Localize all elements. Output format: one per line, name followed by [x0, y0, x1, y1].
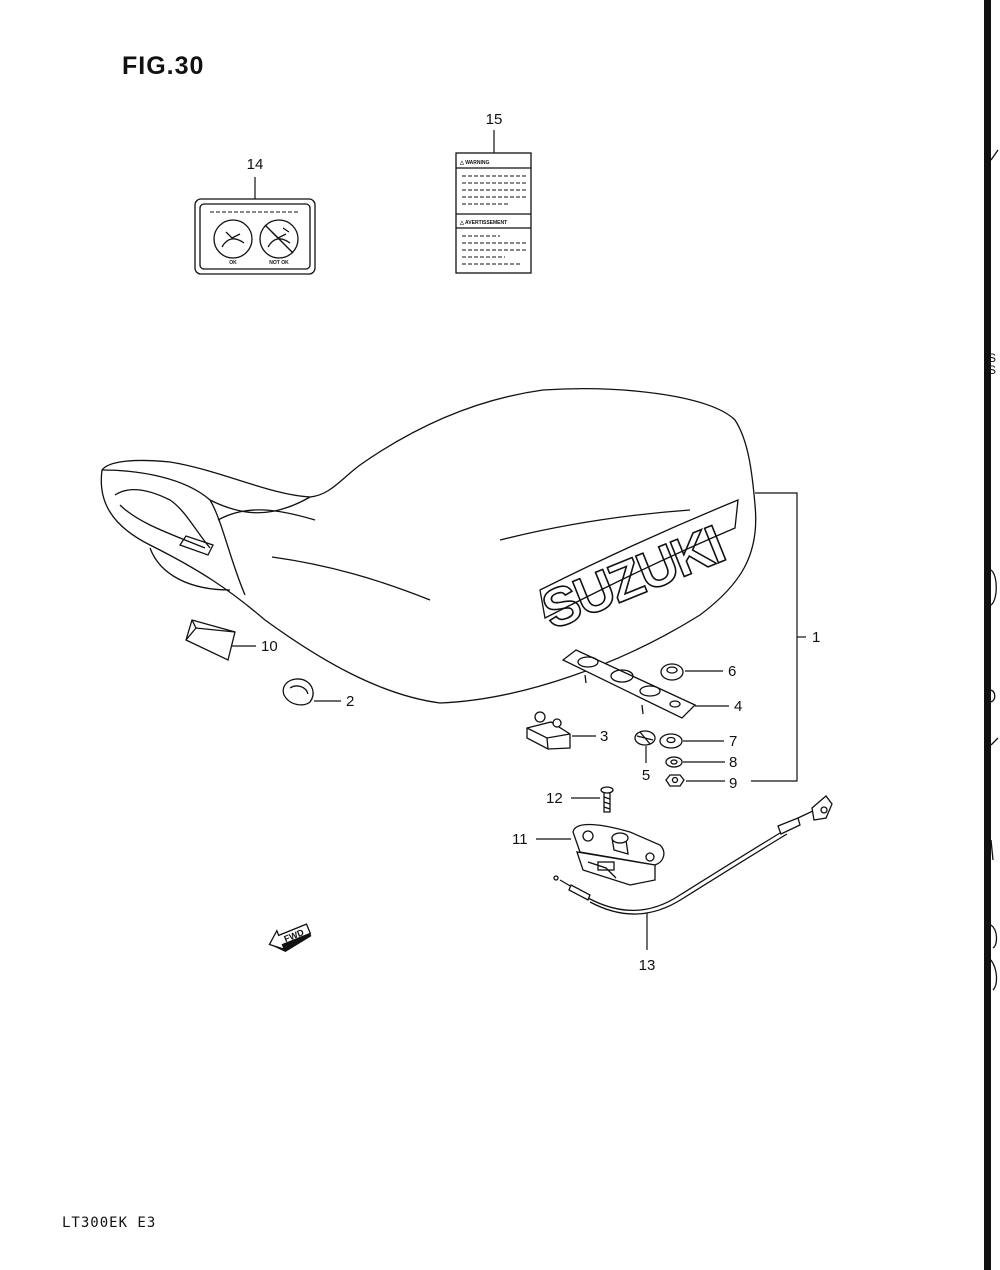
label-14-not-ok-text: NOT OK	[269, 260, 289, 266]
figure-title: FIG.30	[122, 52, 205, 80]
callout-14: 14	[247, 156, 264, 173]
fwd-direction-arrow: FWD	[268, 923, 312, 953]
callout-12: 12	[546, 790, 563, 807]
callout-3: 3	[600, 728, 608, 745]
part-12-screw[interactable]	[600, 786, 614, 813]
callout-15: 15	[486, 111, 503, 128]
callout-4: 4	[734, 698, 742, 715]
label-15-warning-text: △ WARNING	[459, 160, 490, 166]
part-4-seat-plate[interactable]	[561, 649, 697, 719]
part-8-spring-washer[interactable]	[665, 756, 683, 768]
part-3-seat-hook[interactable]	[526, 711, 571, 750]
part-7-washer[interactable]	[659, 733, 683, 749]
callout-5: 5	[642, 767, 650, 784]
callout-10: 10	[261, 638, 278, 655]
part-11-seat-lock[interactable]	[572, 823, 665, 886]
part-10-cushion[interactable]	[185, 619, 236, 661]
part-6-grommet[interactable]	[660, 663, 684, 681]
part-15-warning-label[interactable]: △ WARNING △ AVERTISSEMENT	[455, 152, 532, 274]
callout-6: 6	[728, 663, 736, 680]
callout-1: 1	[812, 629, 820, 646]
adjacent-page-fragment	[990, 149, 999, 991]
callout-7: 7	[729, 733, 737, 750]
part-14-passenger-label[interactable]: OK NOT OK	[194, 198, 316, 275]
part-1-seat-assembly[interactable]: SUZUKI	[100, 388, 757, 704]
callout-13: 13	[639, 957, 656, 974]
label-15-avertissement-text: △ AVERTISSEMENT	[459, 220, 507, 226]
label-14-ok-text: OK	[229, 260, 237, 266]
callout-9: 9	[729, 775, 737, 792]
part-9-nut[interactable]	[665, 774, 685, 787]
page-edge-border	[984, 0, 991, 1270]
callout-8: 8	[729, 754, 737, 771]
part-2-cushion-rubber[interactable]	[282, 678, 314, 706]
part-13-lock-cable[interactable]	[553, 795, 833, 915]
callout-2: 2	[346, 693, 354, 710]
part-5-bushing[interactable]	[634, 730, 656, 746]
edge-text-fragment: S S	[988, 351, 997, 377]
callout-11: 11	[512, 831, 528, 848]
model-code: LT300EK E3	[62, 1215, 157, 1231]
